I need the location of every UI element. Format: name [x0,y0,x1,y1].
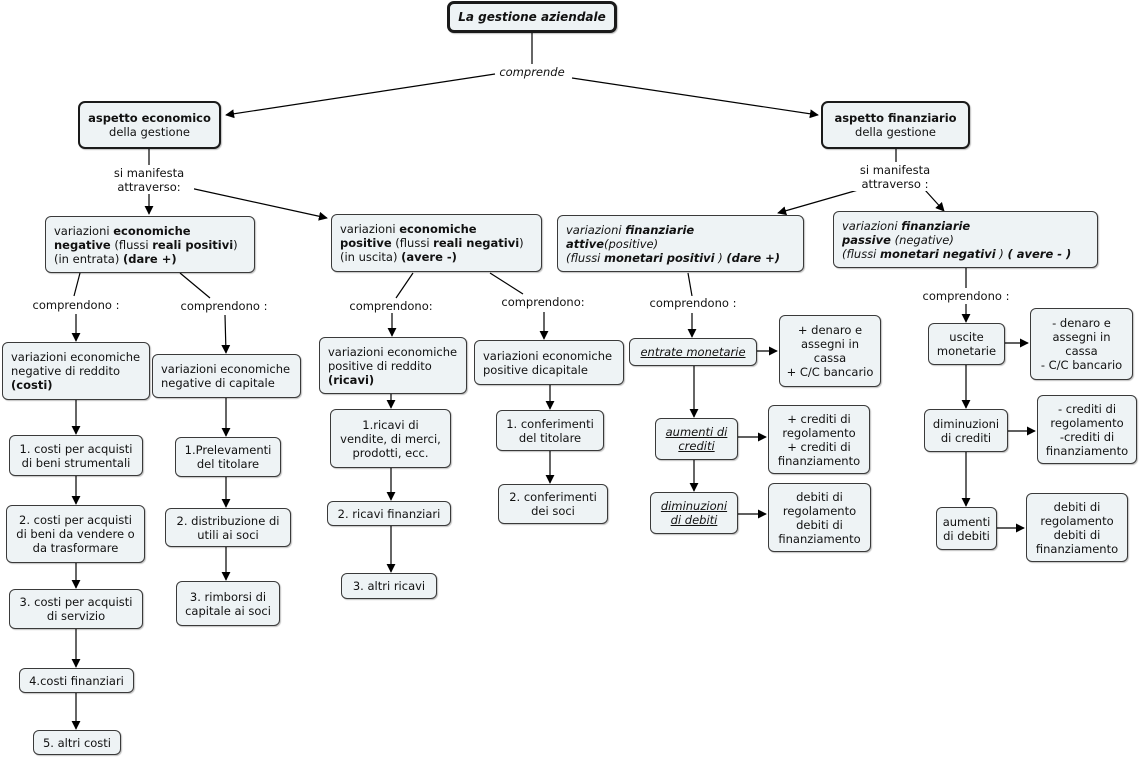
aspetto-finanziario-sub: della gestione [855,125,936,139]
link-comprendono-f: comprendono : [918,289,1014,303]
edge-pos-compc [395,272,414,299]
edge-comprende-finanziario [571,77,819,119]
edge-sm2-attive [777,189,859,216]
diminuzioni-debiti-node[interactable]: diminuzioni di debiti [650,492,738,534]
link-comprendono-b: comprendono : [176,299,272,313]
link-comprendono-e: comprendono : [645,296,741,310]
link-comprendono-d: comprendono: [497,295,589,309]
variazioni-positive-reddito-node[interactable]: variazioni economiche positive di reddit… [319,337,467,394]
variazioni-economiche-negative-node[interactable]: variazioni economiche negative (flussi r… [45,216,255,273]
aspetto-finanziario-node[interactable]: aspetto finanziario della gestione [821,101,970,149]
edge-neg-compa [73,272,81,297]
edge-comprende-economico [225,73,496,119]
variazioni-finanziarie-passive-node[interactable]: variazioni finanziarie passive (negative… [833,211,1098,268]
ricavi-item-3[interactable]: 3. altri ricavi [341,573,437,599]
aspetto-economico-node[interactable]: aspetto economico della gestione [78,101,221,149]
link-comprendono-a: comprendono : [28,298,124,312]
link-comprende: comprende [496,65,568,79]
edge-compb-capitale [221,314,231,354]
root-title: La gestione aziendale [458,10,606,24]
entrate-monetarie-node[interactable]: entrate monetarie [629,338,757,366]
variazioni-finanziarie-attive-node[interactable]: variazioni finanziarie attive(positive) … [557,215,804,272]
aspetto-economico-sub: della gestione [109,125,190,139]
edge-sm1-positive [189,187,328,221]
costi-item-5[interactable]: 5. altri costi [33,730,121,755]
link-comprendono-c: comprendono: [345,299,437,313]
ricavi-item-2[interactable]: 2. ricavi finanziari [327,501,451,526]
edge-pos-compd [489,272,524,295]
aspetto-economico-title: aspetto economico [88,111,211,125]
aspetto-finanziario-title: aspetto finanziario [834,111,957,125]
edge-neg-compb [179,272,211,299]
costi-item-4[interactable]: 4.costi finanziari [19,668,134,693]
variazioni-economiche-positive-node[interactable]: variazioni economiche positive (flussi r… [331,214,542,272]
edge-attive-compe [687,272,693,297]
edge-sm2-passive [924,189,945,212]
root-node[interactable]: La gestione aziendale [447,1,617,33]
